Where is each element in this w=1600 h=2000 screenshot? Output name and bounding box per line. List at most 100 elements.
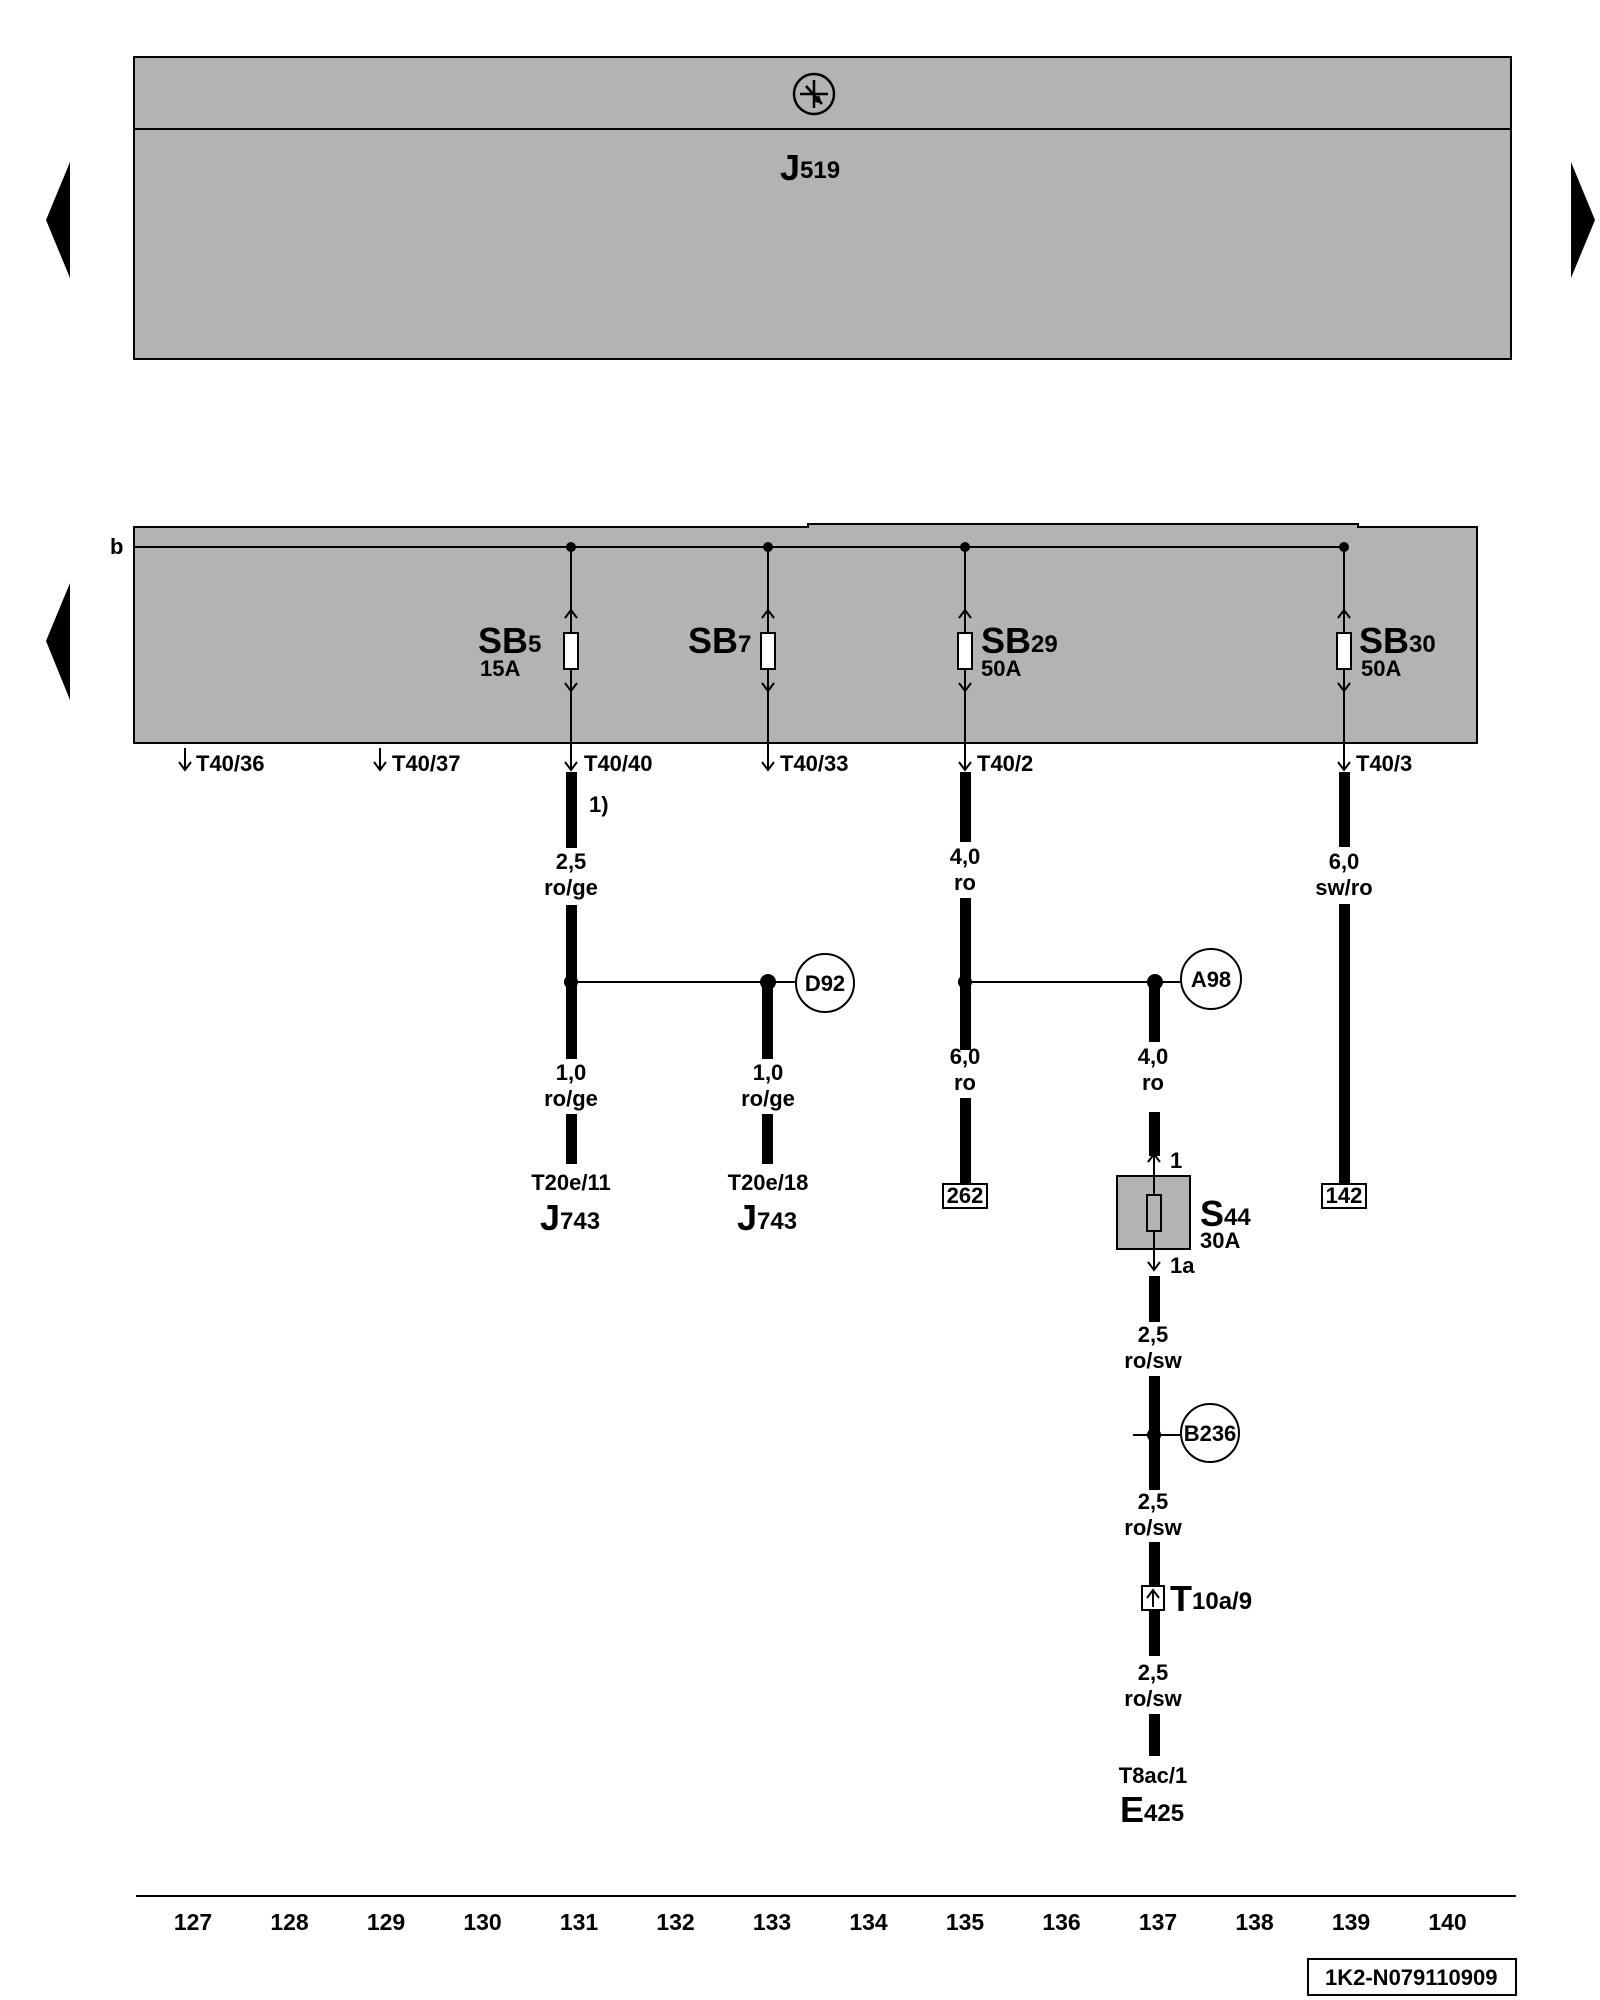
wire-135a-size: 4,0	[950, 844, 981, 869]
wire-segment	[1149, 1112, 1160, 1156]
connection-d92-label: D92	[805, 971, 845, 996]
fuse-sb29-label: SB29	[981, 620, 1058, 661]
prev-page-arrow-top[interactable]	[46, 162, 70, 278]
wire-segment	[566, 1114, 577, 1164]
fuse-s44-rating: 30A	[1200, 1228, 1240, 1253]
page-ref-142-box[interactable]	[1321, 1183, 1367, 1209]
target-e425-pin: T8ac/1	[1119, 1763, 1188, 1788]
connection-a98-circle	[1180, 948, 1242, 1010]
wire-segment	[762, 982, 773, 1059]
wire-131a-color: ro/ge	[544, 875, 598, 900]
column-number: 131	[560, 1909, 599, 1935]
fusebox-module-box	[133, 523, 1478, 744]
fuse-sb29	[957, 547, 973, 744]
wire-segment	[960, 1098, 971, 1186]
column-number: 136	[1042, 1909, 1080, 1935]
wire-137a-color: ro	[1142, 1070, 1164, 1095]
wire-segment	[1149, 982, 1160, 1042]
wire-135b-color: ro	[954, 1070, 976, 1095]
target-j743-label-1: J743	[540, 1197, 600, 1238]
wire-segment	[960, 898, 971, 1050]
fuse-sb29-rating: 50A	[981, 656, 1021, 681]
target-e425-label: E425	[1120, 1789, 1184, 1830]
target-j743-pin-2: T20e/18	[728, 1170, 809, 1195]
wire-137b-size: 2,5	[1138, 1322, 1169, 1347]
pin-t40-40-label: T40/40	[584, 751, 653, 776]
wire-133-size: 1,0	[753, 1060, 784, 1085]
target-j743-label-2: J743	[737, 1197, 797, 1238]
fuse-sb5	[563, 547, 579, 744]
pin-t40-33-label: T40/33	[780, 751, 849, 776]
connection-b236-circle	[1180, 1403, 1240, 1463]
wire-segment	[1339, 904, 1350, 1186]
fuse-s44-label: S44	[1200, 1193, 1251, 1234]
page-ref-262-box[interactable]	[942, 1183, 988, 1209]
column-number: 140	[1428, 1909, 1466, 1935]
fuse-sb30-label: SB30	[1359, 620, 1436, 661]
fuse-sb7	[760, 547, 776, 744]
s44-pin-in: 1	[1170, 1148, 1182, 1173]
doc-id-box	[1307, 1958, 1517, 1996]
pin-t40-37-label: T40/37	[392, 751, 461, 776]
pin-marker-t40-37	[373, 748, 387, 772]
column-number: 138	[1235, 1909, 1274, 1935]
pin-t40-2-label: T40/2	[977, 751, 1033, 776]
s44-pin-out: 1a	[1170, 1253, 1195, 1278]
column-number: 129	[367, 1909, 405, 1935]
target-j743-pin-1: T20e/11	[531, 1170, 611, 1195]
wire-135a-color: ro	[954, 870, 976, 895]
wire-135b-size: 6,0	[950, 1044, 981, 1069]
column-number: 132	[656, 1909, 694, 1935]
wire-137b-color: ro/sw	[1124, 1348, 1182, 1373]
prev-page-arrow-bottom[interactable]	[46, 583, 70, 700]
wire-137c-color: ro/sw	[1124, 1515, 1182, 1540]
fuse-s44	[1116, 1152, 1191, 1272]
connector-t10a-label: T10a/9	[1170, 1578, 1252, 1619]
page-ref-142[interactable]: 142	[1326, 1183, 1363, 1208]
pin-t40-3-label: T40/3	[1356, 751, 1412, 776]
wire-segment	[566, 772, 577, 848]
column-number: 134	[849, 1909, 888, 1935]
column-number: 130	[463, 1909, 501, 1935]
control-unit-icon	[792, 72, 836, 116]
pin-t40-36-label: T40/36	[196, 751, 265, 776]
splice-dot	[564, 975, 578, 989]
column-number: 139	[1332, 1909, 1370, 1935]
wire-137d-color: ro/sw	[1124, 1686, 1182, 1711]
wire-segment	[1149, 1714, 1160, 1756]
bus-b-label: b	[110, 534, 123, 559]
next-page-arrow[interactable]	[1571, 162, 1595, 278]
wire-137a-size: 4,0	[1138, 1044, 1169, 1069]
connection-d92-circle	[795, 953, 855, 1013]
wire-137d-size: 2,5	[1138, 1660, 1169, 1685]
wire-139-color: sw/ro	[1315, 875, 1372, 900]
splice-dot	[1147, 1428, 1161, 1442]
wire-131a-size: 2,5	[556, 849, 587, 874]
column-number: 127	[174, 1909, 212, 1935]
wire-segment	[960, 772, 971, 842]
column-number: 137	[1139, 1909, 1177, 1935]
fuse-sb30-rating: 50A	[1361, 656, 1401, 681]
fuse-sb30	[1336, 547, 1352, 744]
wire-139-size: 6,0	[1329, 849, 1360, 874]
doc-id: 1K2-N079110909	[1325, 1965, 1497, 1990]
j519-label: J519	[780, 147, 840, 188]
fuse-sb7-label: SB7	[688, 620, 751, 661]
wire-137c-size: 2,5	[1138, 1489, 1169, 1514]
column-number: 128	[270, 1909, 309, 1935]
wire-131b-color: ro/ge	[544, 1086, 598, 1111]
wire-segment	[1149, 1276, 1160, 1322]
wire-133-color: ro/ge	[741, 1086, 795, 1111]
wire-131b-size: 1,0	[556, 1060, 587, 1085]
column-number: 135	[946, 1909, 985, 1935]
j519-module-box	[133, 56, 1512, 360]
fuse-sb5-label: SB5	[478, 620, 541, 661]
splice-dot	[958, 975, 972, 989]
pin-marker-t40-36	[178, 748, 192, 772]
column-number: 133	[753, 1909, 791, 1935]
page-ref-262[interactable]: 262	[947, 1183, 984, 1208]
wire-segment	[1339, 772, 1350, 847]
fuse-sb5-rating: 15A	[480, 656, 520, 681]
connection-b236-label: B236	[1184, 1421, 1237, 1446]
